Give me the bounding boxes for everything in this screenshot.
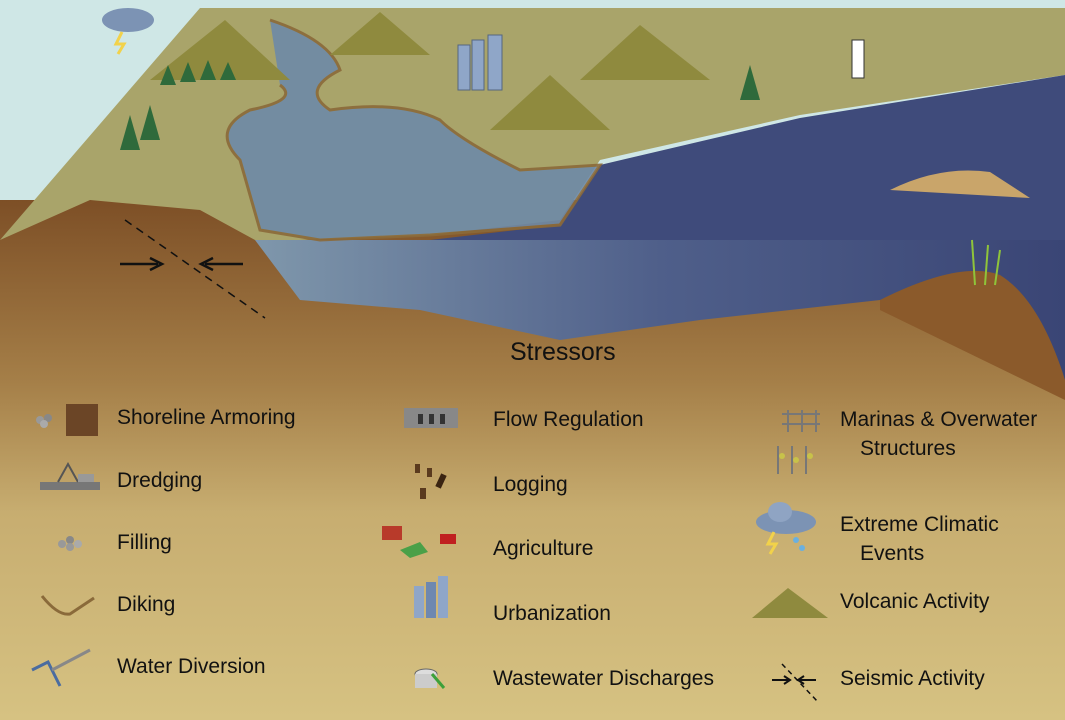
river bbox=[225, 18, 603, 242]
gravel-pile-icon bbox=[58, 536, 82, 551]
tree-stumps-icon bbox=[415, 464, 447, 499]
legend-climatic-line1: Extreme Climatic bbox=[840, 513, 999, 536]
dam-icon bbox=[404, 408, 458, 428]
dredge-barge-icon bbox=[40, 461, 100, 490]
legend-filling: Filling bbox=[117, 531, 172, 554]
fault-line-icon bbox=[772, 663, 819, 703]
compression-arrow-left bbox=[120, 256, 165, 272]
storm-cloud bbox=[102, 8, 154, 55]
barn-tractor-icon bbox=[382, 526, 456, 558]
forest bbox=[120, 60, 760, 150]
rock-and-bulkhead-icon bbox=[36, 404, 98, 436]
legend-dredging: Dredging bbox=[117, 469, 203, 492]
legend-water-diversion: Water Diversion bbox=[117, 655, 266, 678]
eelgrass bbox=[971, 239, 1001, 286]
lighthouse bbox=[851, 39, 865, 79]
storm-cloud-icon bbox=[756, 502, 816, 555]
legend-flow-regulation: Flow Regulation bbox=[493, 408, 644, 431]
legend-marinas-line1: Marinas & Overwater bbox=[840, 408, 1038, 431]
legend-shoreline-armoring: Shoreline Armoring bbox=[117, 406, 296, 429]
dock-pilings-icon bbox=[777, 410, 820, 474]
volcano bbox=[490, 75, 610, 130]
legend-urbanization: Urbanization bbox=[493, 602, 611, 625]
volcano-icon bbox=[752, 588, 828, 618]
city bbox=[457, 34, 503, 91]
sandbar bbox=[890, 170, 1030, 198]
legend-volcanic-activity: Volcanic Activity bbox=[840, 590, 990, 613]
compression-arrow-right bbox=[198, 256, 243, 272]
legend-wastewater-discharges: Wastewater Discharges bbox=[493, 667, 714, 690]
legend-logging: Logging bbox=[493, 473, 568, 496]
fault-line bbox=[124, 219, 266, 319]
legend-climatic-line2: Events bbox=[860, 542, 925, 565]
volcano bbox=[580, 25, 710, 80]
water-cross-section bbox=[255, 240, 1065, 380]
legend-seismic-activity: Seismic Activity bbox=[840, 667, 985, 690]
bay-water bbox=[430, 75, 1065, 240]
legend-diking: Diking bbox=[117, 593, 176, 616]
discharge-pipe-icon bbox=[414, 668, 446, 689]
volcano bbox=[330, 12, 430, 55]
city-buildings-icon bbox=[414, 576, 448, 618]
dike-icon bbox=[40, 595, 95, 616]
legend-title: Stressors bbox=[510, 338, 616, 366]
legend-marinas-line2: Structures bbox=[860, 437, 956, 460]
legend-agriculture: Agriculture bbox=[493, 537, 594, 560]
seafloor-ridge bbox=[880, 270, 1065, 400]
volcano bbox=[150, 20, 290, 80]
water-pipe-icon bbox=[31, 648, 91, 687]
